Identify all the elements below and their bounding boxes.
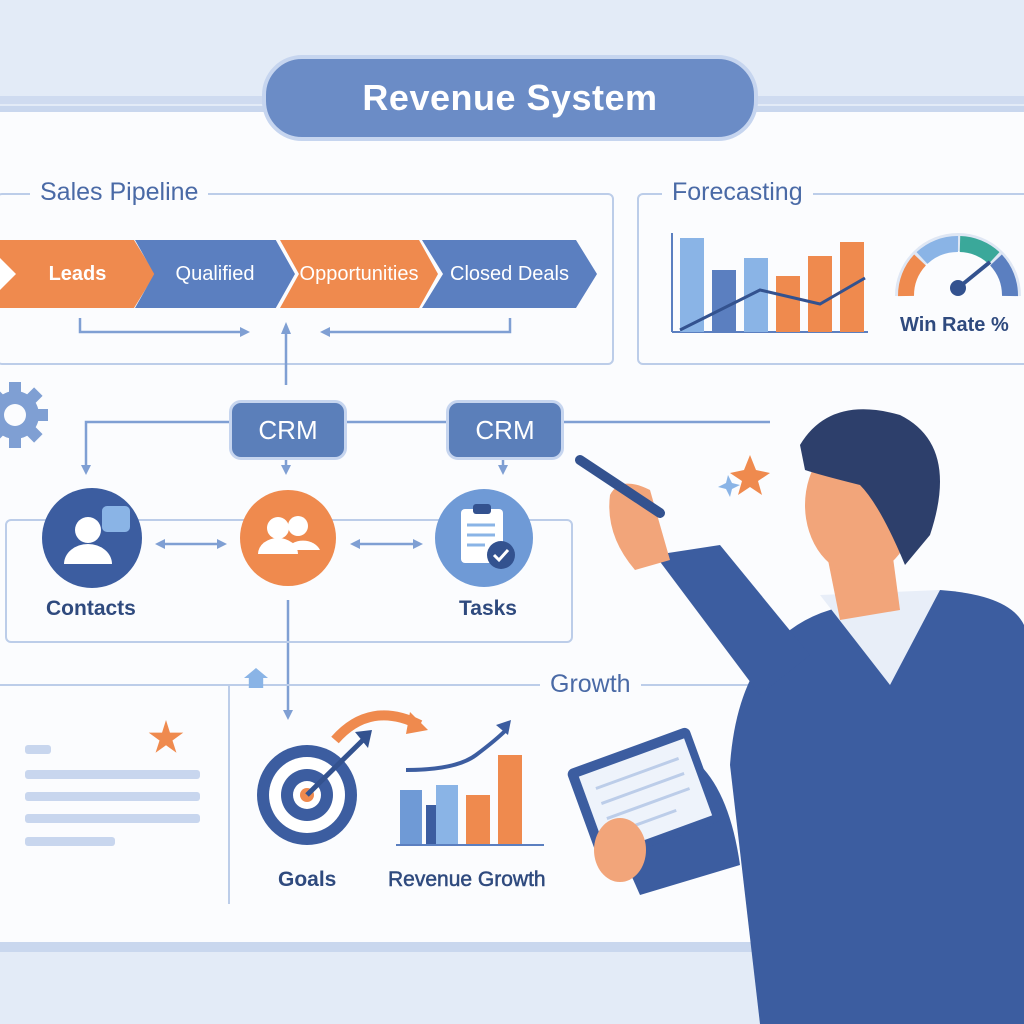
text-line	[25, 792, 200, 801]
goals-target-icon	[257, 710, 428, 845]
connector-lines	[78, 318, 770, 720]
crm-label: CRM	[475, 414, 535, 445]
tasks-clipboard-icon[interactable]	[433, 487, 535, 589]
forecasting-label: Forecasting	[662, 178, 813, 207]
bar	[400, 790, 422, 845]
page-title: Revenue System	[262, 55, 758, 141]
gauge-needle	[950, 280, 966, 296]
goals-label: Goals	[278, 868, 337, 891]
crm-button-left[interactable]: CRM	[229, 400, 347, 460]
text-line	[25, 770, 200, 779]
stage-qualified[interactable]: Qualified	[135, 240, 295, 308]
bar	[466, 795, 490, 845]
home-icon	[244, 668, 268, 688]
text-line	[25, 837, 115, 846]
text-line	[25, 814, 200, 823]
stage-label: Leads	[48, 262, 107, 285]
stage-label: Qualified	[175, 262, 255, 285]
gauge-segment	[989, 254, 1019, 297]
gauge-segment	[916, 235, 959, 265]
stage-label: Closed Deals	[450, 262, 569, 285]
growth-divider	[0, 684, 750, 686]
revenue-growth-label: Revenue Growth	[388, 868, 546, 892]
pen-icon	[575, 455, 665, 518]
gauge-segment	[959, 236, 1000, 265]
gauge-segment	[897, 254, 927, 297]
text-line	[25, 745, 51, 754]
sales-pipeline-label: Sales Pipeline	[30, 178, 209, 207]
contacts-icon[interactable]	[40, 486, 144, 590]
bar	[776, 276, 800, 332]
win-rate-gauge	[895, 233, 1021, 297]
title-text: Revenue System	[362, 77, 658, 118]
team-icon[interactable]	[238, 488, 338, 588]
bar	[680, 238, 704, 332]
stage-label: Opportunities	[299, 262, 419, 285]
stage-leads[interactable]: Leads	[0, 240, 155, 308]
panel-divider	[228, 684, 230, 904]
trend-line	[679, 276, 866, 332]
bar	[712, 270, 736, 332]
star-icon	[718, 475, 740, 497]
presenter-illustration	[567, 409, 1024, 1024]
growth-label: Growth	[540, 670, 641, 699]
gear-icon	[0, 382, 48, 448]
contacts-label: Contacts	[46, 597, 136, 620]
play-arrow-icon	[0, 258, 16, 290]
sales-pipeline-panel	[0, 193, 614, 365]
stage-opportunities[interactable]: Opportunities	[280, 240, 438, 308]
tasks-label: Tasks	[459, 597, 517, 620]
bar	[498, 755, 522, 845]
stage-closed-deals[interactable]: Closed Deals	[422, 240, 597, 308]
crm-button-right[interactable]: CRM	[446, 400, 564, 460]
crm-label: CRM	[258, 414, 318, 445]
forecast-bar-chart	[671, 233, 868, 333]
win-rate-label: Win Rate %	[900, 314, 1009, 336]
star-icon	[730, 455, 770, 495]
forecasting-panel	[637, 193, 1024, 365]
bar	[436, 785, 458, 845]
revenue-growth-chart	[396, 720, 544, 846]
bar	[808, 256, 832, 332]
